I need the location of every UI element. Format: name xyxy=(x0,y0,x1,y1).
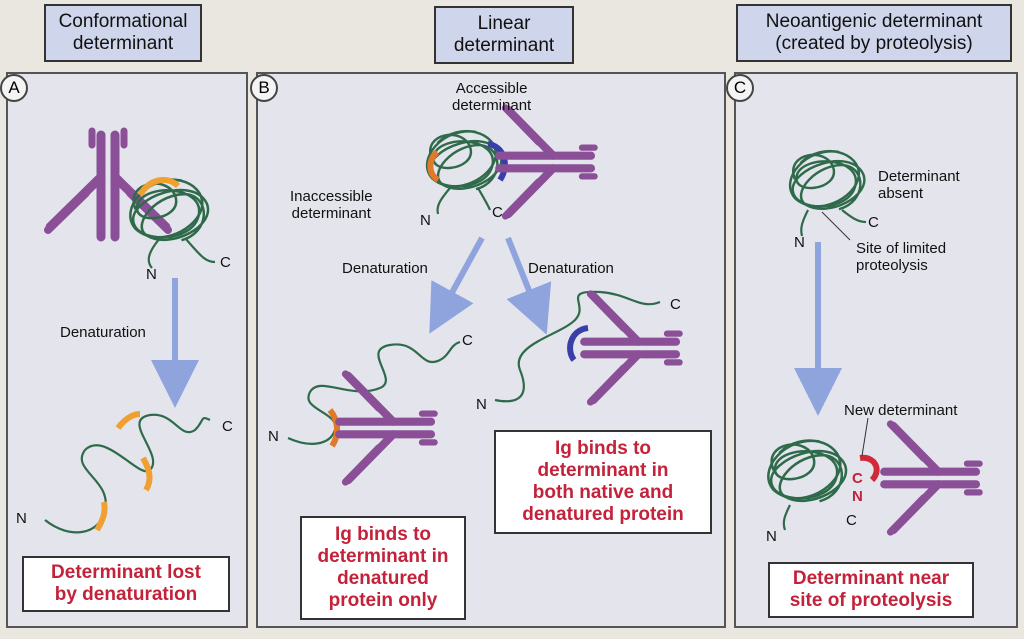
label-a-c2: C xyxy=(222,418,233,435)
label-c-n3: N xyxy=(766,528,777,545)
chain-b-left-denatured xyxy=(287,340,461,445)
label-a-c: C xyxy=(220,254,231,271)
chain-c-cleaved-tail xyxy=(782,504,791,531)
inaccessible-determinant-b xyxy=(427,149,440,183)
chain-a-c-tail xyxy=(184,237,216,264)
label-determinant-absent: Determinant absent xyxy=(878,168,960,202)
chain-a-denatured xyxy=(44,413,211,534)
determinant-a-piece-3 xyxy=(115,411,141,430)
result-b-left: Ig binds to determinant in denatured pro… xyxy=(300,516,466,620)
label-accessible-determinant: Accessible determinant xyxy=(452,80,532,114)
protein-c-native xyxy=(788,149,866,211)
title-linear: Linear determinant xyxy=(434,6,574,64)
antibody-c xyxy=(884,424,979,532)
label-a-n2: N xyxy=(16,510,27,527)
site-pointer-line xyxy=(821,211,851,241)
result-a: Determinant lost by denaturation xyxy=(22,556,230,612)
panel-letter-c: C xyxy=(726,74,754,102)
determinant-a-piece-2 xyxy=(140,456,153,492)
label-a-denaturation: Denaturation xyxy=(60,324,146,341)
chain-b-c-tail xyxy=(477,187,492,211)
label-b-c2: C xyxy=(462,332,473,349)
title-conformational: Conformational determinant xyxy=(44,4,202,62)
result-c: Determinant near site of proteolysis xyxy=(768,562,974,618)
label-new-determinant: New determinant xyxy=(844,402,958,419)
label-b-c: C xyxy=(492,204,503,221)
label-c-n2: N xyxy=(852,488,863,505)
label-inaccessible-determinant: Inaccessible determinant xyxy=(290,188,373,222)
arrow-b-left xyxy=(429,236,485,334)
result-b-right: Ig binds to determinant in both native a… xyxy=(494,430,712,534)
chain-c-n-tail xyxy=(800,209,809,237)
antibody-b-right xyxy=(584,294,679,402)
label-b-n2: N xyxy=(268,428,279,445)
title-neoantigenic: Neoantigenic determinant (created by pro… xyxy=(736,4,1012,62)
label-b-c3: C xyxy=(670,296,681,313)
label-c-c3: C xyxy=(846,512,857,529)
label-b-n: N xyxy=(420,212,431,229)
label-site-of-proteolysis: Site of limited proteolysis xyxy=(856,240,947,274)
label-c-c: C xyxy=(868,214,879,231)
new-determinant-pointer xyxy=(861,417,869,457)
label-b-denaturation-left: Denaturation xyxy=(342,260,428,277)
panel-letter-a: A xyxy=(0,74,28,102)
panel-letter-b: B xyxy=(250,74,278,102)
protein-c-cleaved xyxy=(767,439,848,503)
chain-a-n-tail xyxy=(147,237,161,269)
determinant-b-right xyxy=(567,325,589,362)
label-c-c2: C xyxy=(852,470,863,487)
determinant-a-piece-1 xyxy=(94,501,108,532)
label-c-n: N xyxy=(794,234,805,251)
antibody-b-top xyxy=(499,108,594,216)
label-a-n: N xyxy=(146,266,157,283)
panel-c xyxy=(734,72,1018,628)
panel-a xyxy=(6,72,248,628)
protein-b-native xyxy=(425,129,503,191)
neo-determinant xyxy=(859,454,880,483)
chain-c-c-tail xyxy=(841,209,867,224)
label-b-n3: N xyxy=(476,396,487,413)
determinant-b-left xyxy=(327,408,340,448)
chain-b-right-denatured xyxy=(494,290,661,403)
chain-b-n-tail xyxy=(436,187,451,215)
conformational-determinant xyxy=(137,176,181,197)
arrow-b-right xyxy=(505,236,552,335)
label-b-denaturation-right: Denaturation xyxy=(528,260,614,277)
